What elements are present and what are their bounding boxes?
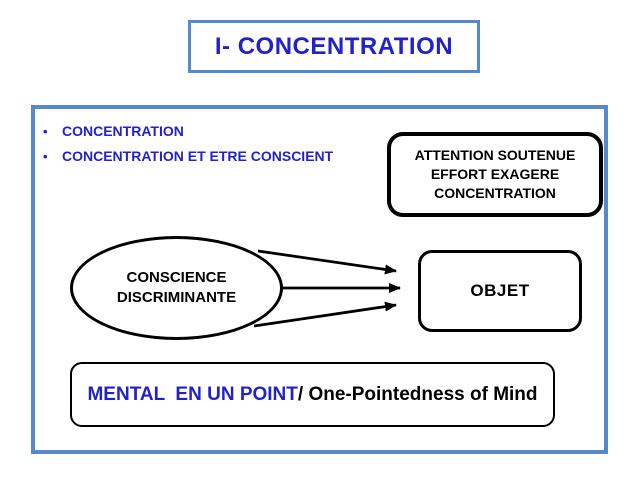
bullet-dot: • xyxy=(43,149,48,164)
page-title: I- CONCENTRATION xyxy=(214,32,454,60)
one-pointedness-text: MENTAL EN UN POINT/ One-Pointedness of M… xyxy=(81,382,543,408)
one-pointedness-box: MENTAL EN UN POINT/ One-Pointedness of M… xyxy=(70,362,555,427)
concentration-arrows xyxy=(253,249,401,328)
ellipse-line: CONSCIENCE xyxy=(126,269,227,286)
attention-line: ATTENTION SOUTENUE xyxy=(414,147,576,163)
mental-en-un-point-label: MENTAL EN UN POINT xyxy=(87,383,298,405)
title-box: I- CONCENTRATION xyxy=(188,20,480,73)
arrow-bottom xyxy=(253,301,397,328)
attention-line: EFFORT EXAGERE xyxy=(430,166,560,182)
bullet-item: • CONCENTRATION ET ETRE CONSCIENT xyxy=(43,144,333,169)
bullet-item: • CONCENTRATION xyxy=(43,119,333,144)
objet-box: OBJET xyxy=(418,250,582,332)
conscience-ellipse: CONSCIENCE DISCRIMINANTE xyxy=(70,236,283,340)
one-pointedness-english-label: / One-Pointedness of Mind xyxy=(297,383,538,405)
objet-label: OBJET xyxy=(470,281,530,300)
bullet-list: • CONCENTRATION • CONCENTRATION ET ETRE … xyxy=(43,119,333,169)
bullet-label: CONCENTRATION xyxy=(62,123,184,139)
ellipse-line: DISCRIMINANTE xyxy=(116,289,237,306)
bullet-dot: • xyxy=(43,124,48,139)
attention-line: CONCENTRATION xyxy=(434,185,556,201)
content-panel: • CONCENTRATION • CONCENTRATION ET ETRE … xyxy=(31,105,608,454)
arrow-top xyxy=(257,249,397,275)
bullet-label: CONCENTRATION ET ETRE CONSCIENT xyxy=(62,148,334,164)
attention-box: ATTENTION SOUTENUE EFFORT EXAGERE CONCEN… xyxy=(387,132,603,217)
